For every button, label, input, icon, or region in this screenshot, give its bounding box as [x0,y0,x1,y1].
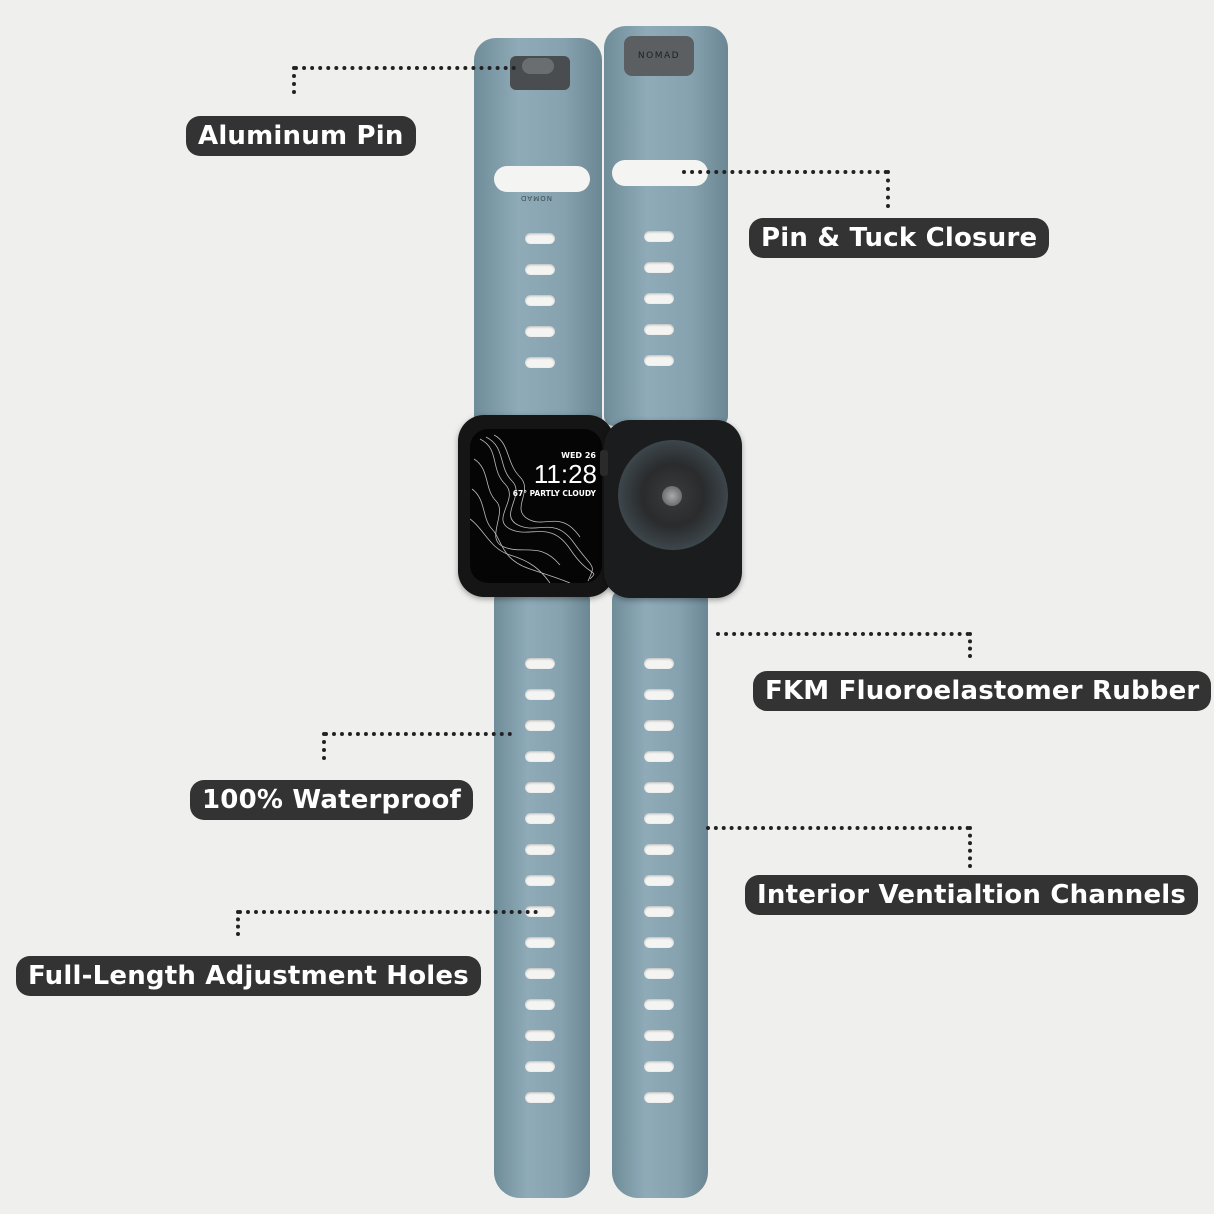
adjustment-hole [525,264,555,275]
aluminum-pin-knob [522,58,554,74]
adjustment-hole [525,782,555,793]
leader-line [968,826,972,868]
ventilation-channel [644,751,674,762]
brand-engraving-left: NOMAD [520,194,552,202]
ventilation-channel [644,658,674,669]
adjustment-hole [525,326,555,337]
adjustment-hole [525,906,555,917]
adjustment-hole [525,1092,555,1103]
ventilation-channel [644,231,674,242]
watch-back [600,420,742,598]
left-loop-hole [494,166,590,192]
leader-line [292,66,296,94]
leader-line [706,826,970,830]
adjustment-hole [525,357,555,368]
watch-time: 11:28 [533,459,597,489]
adjustment-hole [525,689,555,700]
leader-line [324,732,512,736]
callout-aluminum-pin: Aluminum Pin [186,116,416,156]
brand-logo: NOMAD [637,51,681,61]
adjustment-hole [525,999,555,1010]
adjustment-hole [525,751,555,762]
ventilation-channel [644,968,674,979]
adjustment-hole [525,813,555,824]
ventilation-channel [644,875,674,886]
ventilation-channel [644,293,674,304]
adjustment-hole [525,658,555,669]
leader-line [682,170,888,174]
adjustment-hole [525,875,555,886]
callout-fkm-rubber: FKM Fluoroelastomer Rubber [753,671,1212,711]
right-band-top [604,26,728,426]
ventilation-channel [644,999,674,1010]
topographic-pattern-icon [470,434,595,583]
callout-ventilation-channels: Interior Ventialtion Channels [745,875,1199,915]
callout-adjustment-holes: Full-Length Adjustment Holes [16,956,481,996]
adjustment-hole [525,968,555,979]
leader-line [294,66,516,70]
leader-line [968,632,972,658]
watch-screen: WED 26 11:28 67° PARTLY CLOUDY [470,429,602,583]
leader-line [716,632,970,636]
ventilation-channel [644,262,674,273]
adjustment-hole [525,1061,555,1072]
callout-waterproof: 100% Waterproof [190,780,474,820]
watch-weather: 67° PARTLY CLOUDY [512,489,596,498]
ventilation-channel [644,1092,674,1103]
left-band-bottom [494,590,590,1198]
leader-line [322,732,326,760]
brand-plate: NOMAD [624,36,694,76]
right-band-bottom [612,590,708,1198]
adjustment-hole [525,295,555,306]
watch-front: WED 26 11:28 67° PARTLY CLOUDY [458,415,614,597]
ventilation-channel [644,1061,674,1072]
ventilation-channel [644,782,674,793]
adjustment-hole [525,1030,555,1041]
adjustment-hole [525,720,555,731]
ventilation-channel [644,813,674,824]
watch-date: WED 26 [561,451,596,460]
digital-crown [600,450,608,476]
adjustment-hole [525,844,555,855]
ventilation-channel [644,937,674,948]
leader-line [236,910,240,936]
ventilation-channel [644,324,674,335]
leader-line [886,170,890,208]
adjustment-hole [525,937,555,948]
ventilation-channel [644,906,674,917]
callout-pin-tuck-closure: Pin & Tuck Closure [749,218,1050,258]
ventilation-channel [644,844,674,855]
ventilation-channel [644,1030,674,1041]
ventilation-channel [644,689,674,700]
ventilation-channel [644,720,674,731]
adjustment-hole [525,233,555,244]
ventilation-channel [644,355,674,366]
leader-line [238,910,538,914]
watch-sensor-center [662,486,682,506]
